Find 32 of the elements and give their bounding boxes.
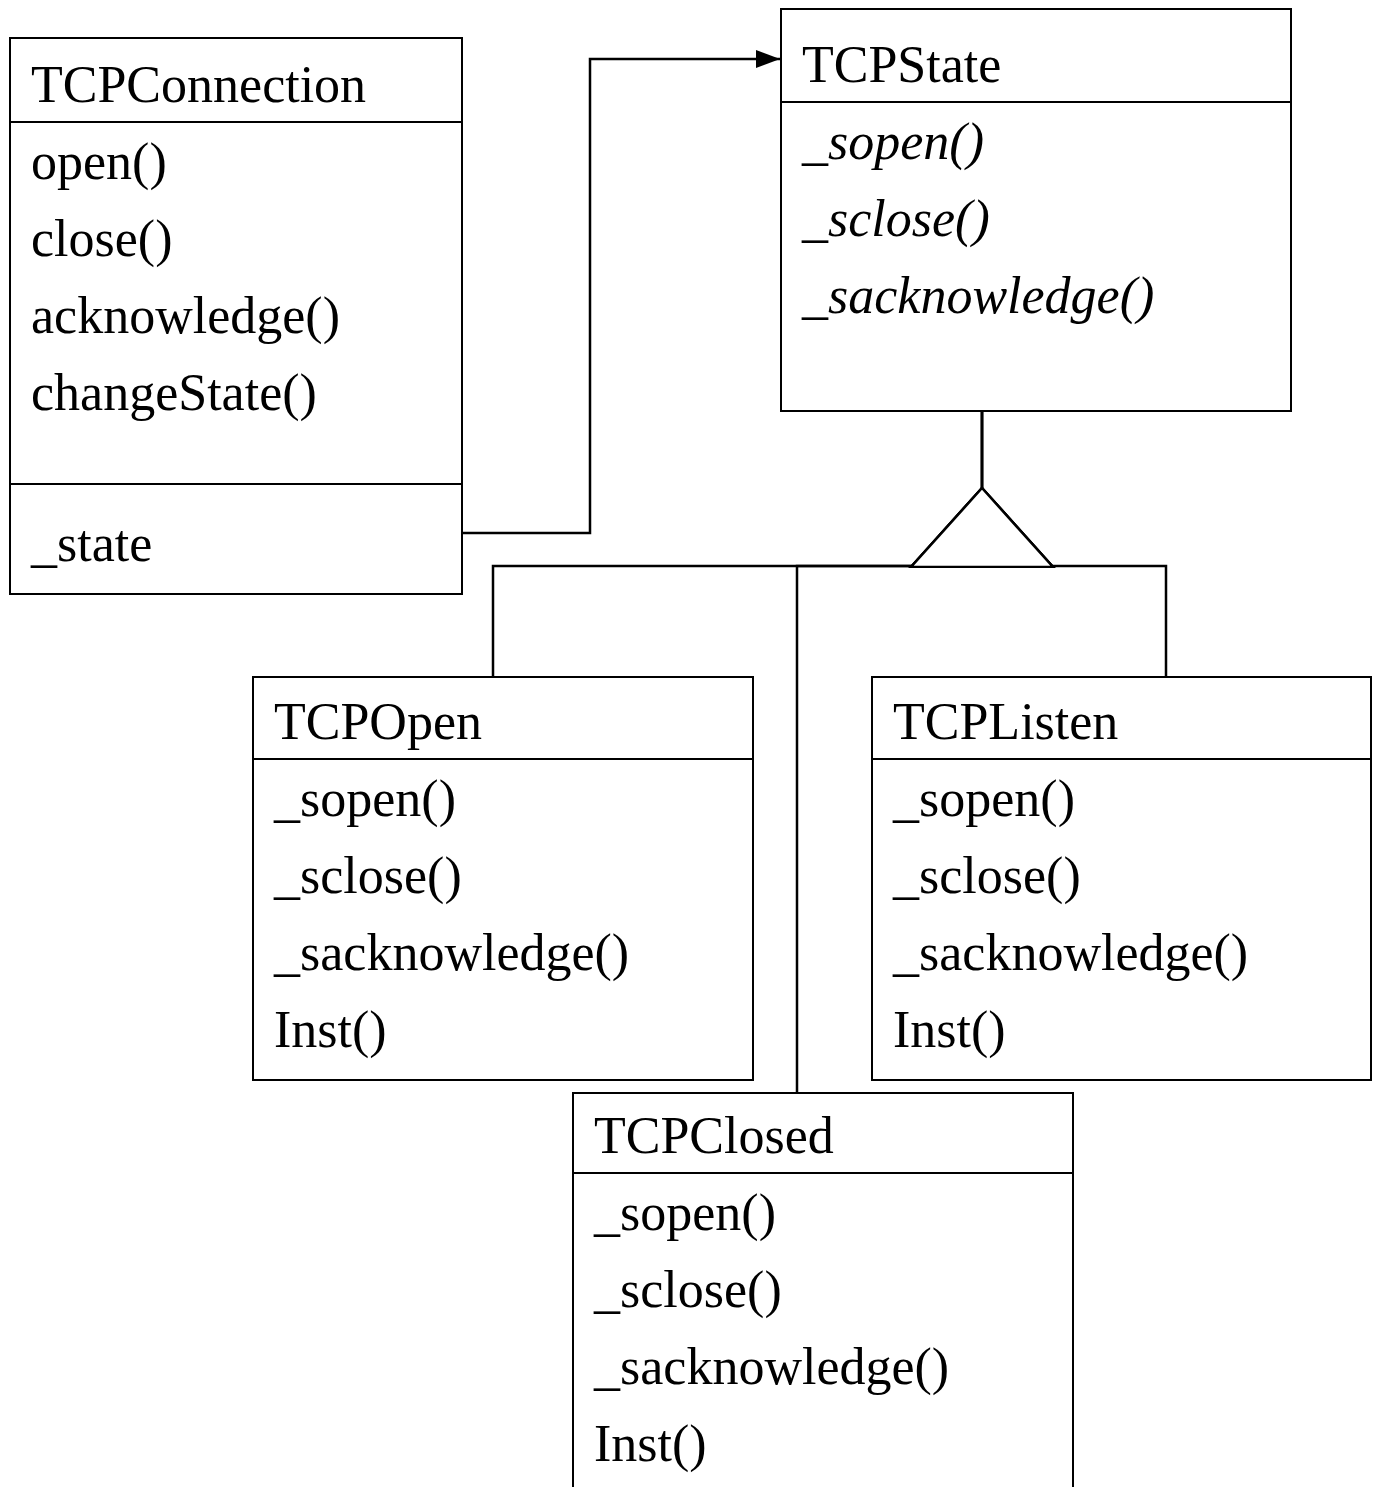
- class-box: [572, 1092, 1074, 1487]
- attribute-name: _state: [31, 514, 153, 574]
- class-box: [780, 8, 1292, 412]
- method-name: _sclose(): [594, 1260, 782, 1320]
- method-name: _sacknowledge(): [274, 923, 630, 983]
- method-name: _sacknowledge(): [893, 923, 1249, 983]
- method-name: _sacknowledge(): [802, 266, 1155, 326]
- association-arrow: [463, 50, 780, 535]
- class-box: [9, 37, 463, 595]
- class-name: TCPConnection: [31, 55, 367, 115]
- class-name: TCPOpen: [274, 692, 482, 752]
- method-name: _sopen(): [274, 769, 456, 829]
- class-name: TCPClosed: [594, 1106, 834, 1166]
- method-name: _sclose(): [274, 846, 462, 906]
- method-name: _sclose(): [893, 846, 1081, 906]
- method-name: _sopen(): [594, 1183, 776, 1243]
- method-name: _sopen(): [802, 112, 984, 172]
- method-name: changeState(): [31, 363, 317, 423]
- method-name: open(): [31, 132, 167, 192]
- method-name: _sclose(): [802, 189, 990, 249]
- class-name: TCPListen: [893, 692, 1119, 752]
- method-name: Inst(): [274, 1000, 387, 1060]
- class-name: TCPState: [802, 35, 1002, 95]
- method-name: Inst(): [893, 1000, 1006, 1060]
- method-name: Inst(): [594, 1414, 707, 1474]
- class-box: [871, 676, 1372, 1081]
- method-name: _sacknowledge(): [594, 1337, 950, 1397]
- inheritance-arrow: [909, 412, 1168, 676]
- method-name: _sopen(): [893, 769, 1075, 829]
- method-name: close(): [31, 209, 173, 269]
- class-box: [252, 676, 754, 1081]
- method-name: acknowledge(): [31, 286, 340, 346]
